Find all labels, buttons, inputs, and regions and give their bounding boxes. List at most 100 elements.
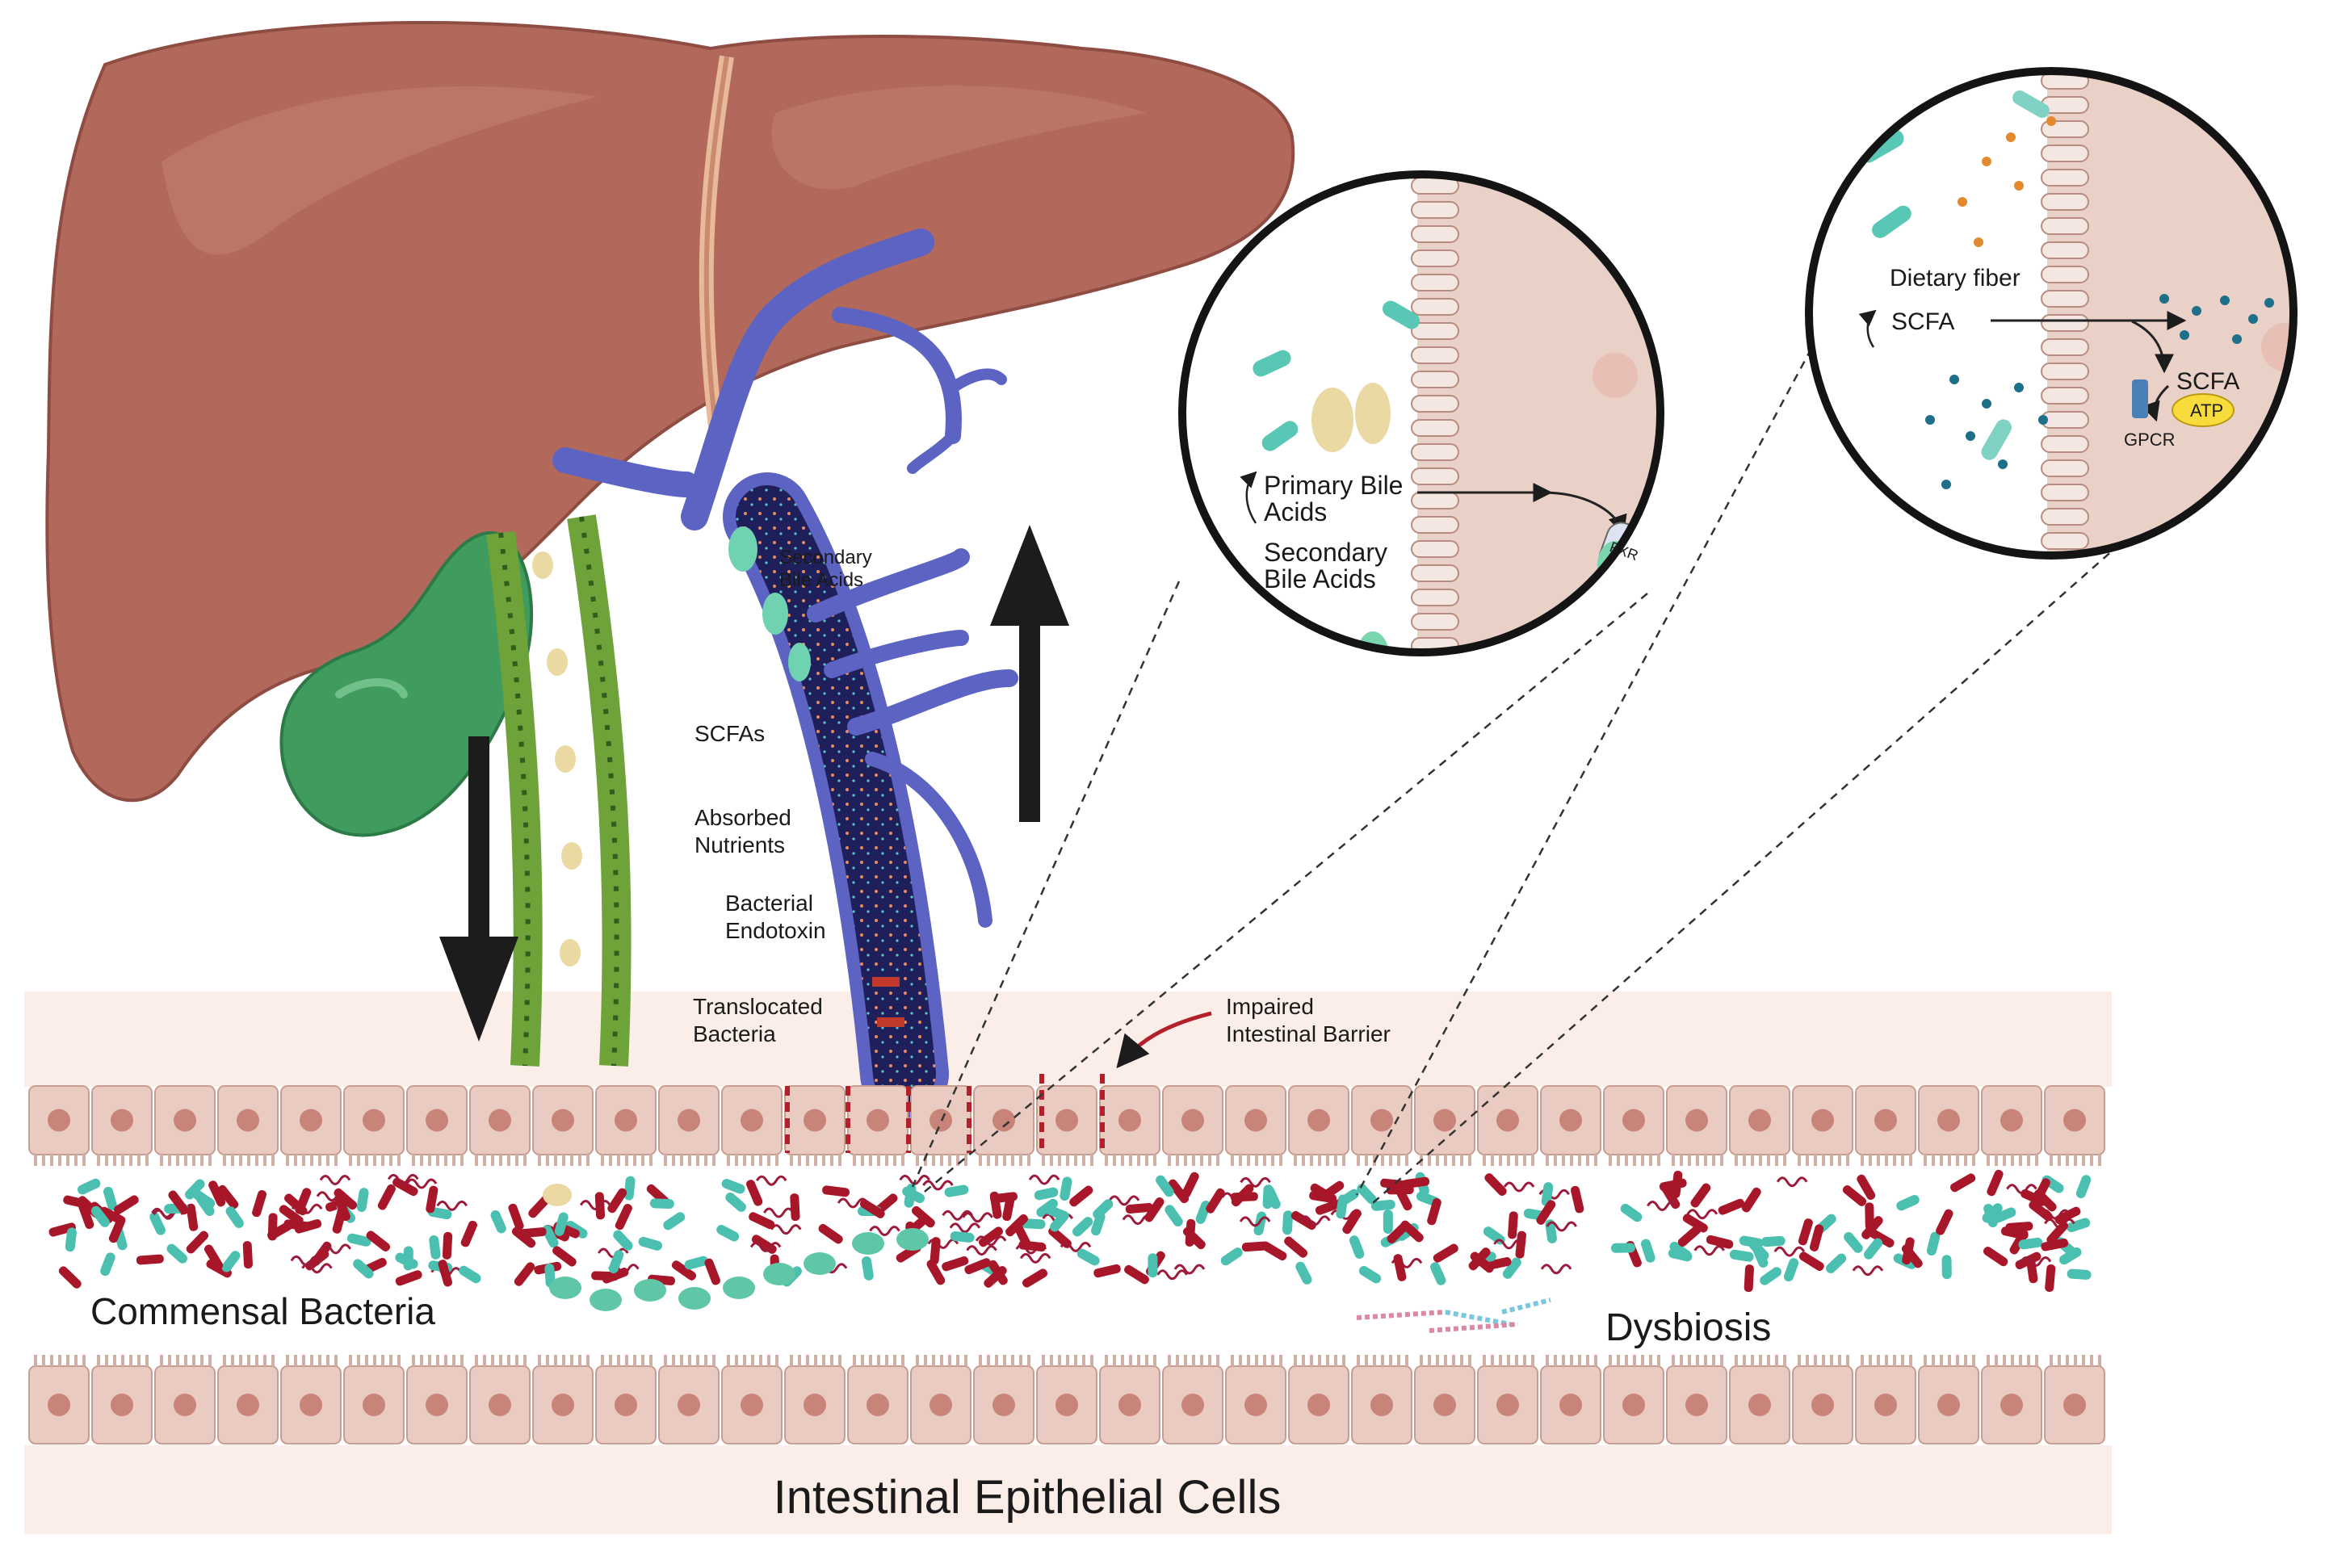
microvillus <box>1633 1355 1636 1366</box>
bacterium-rod <box>861 1256 874 1281</box>
bacterium-rod <box>1610 1243 1635 1253</box>
microvillus <box>460 1155 464 1166</box>
cell-nucleus <box>1874 1394 1897 1416</box>
microvillus <box>1712 1155 1715 1166</box>
bacterium-rod <box>1093 1264 1121 1278</box>
microvillus <box>1956 1155 1959 1166</box>
bacterium-rod <box>366 1231 391 1251</box>
bacterium-rod <box>1515 1231 1526 1259</box>
microvillus <box>1003 1355 1006 1366</box>
microvillus <box>160 1355 163 1366</box>
microvillus <box>1200 1155 1203 1166</box>
bacterium-rod <box>1677 1225 1702 1247</box>
villus <box>2041 169 2089 187</box>
bacterium-spirochete <box>319 1175 351 1185</box>
scfa-molecule <box>1974 237 1983 247</box>
bacterium-spirochete <box>387 1173 419 1184</box>
bacterium-rod <box>1393 1254 1407 1281</box>
lumen-bacteria <box>48 1169 2092 1293</box>
scfa-molecule <box>2232 334 2242 344</box>
inset-bile-acids: Primary Bile Acids Secondary Bile Acids … <box>1178 170 1664 656</box>
microvillus <box>1995 1355 1998 1366</box>
bacterium-rod <box>1798 1218 1813 1246</box>
microvillus <box>436 1155 439 1166</box>
microvillus <box>2050 1155 2053 1166</box>
label-secondary-bile-acids-2: Bile Acids <box>779 569 863 591</box>
microvillus <box>609 1155 612 1166</box>
microvillus <box>956 1355 959 1366</box>
microvillus <box>924 1155 927 1166</box>
microvillus <box>1326 1355 1329 1366</box>
microvillus <box>286 1155 289 1166</box>
microvillus <box>1775 1355 1778 1366</box>
microvillus <box>1893 1155 1896 1166</box>
microvillus <box>790 1155 793 1166</box>
cell-nucleus <box>1874 1109 1897 1132</box>
bacterium-rod <box>1241 1241 1269 1252</box>
microvillus <box>1357 1155 1360 1166</box>
microvillus <box>1271 1355 1274 1366</box>
bacterium-rod <box>1069 1185 1093 1207</box>
bacterium-rod <box>602 1268 629 1284</box>
bacterium-rod <box>1091 1212 1106 1236</box>
microvillus <box>1168 1355 1171 1366</box>
bacterium-rod <box>989 1191 1002 1219</box>
cell-nucleus <box>48 1109 70 1132</box>
microvillus <box>42 1155 45 1166</box>
microvillus <box>2003 1155 2006 1166</box>
microvillus <box>1105 1155 1108 1166</box>
microvillus <box>357 1355 360 1366</box>
microvillus <box>499 1355 502 1366</box>
microvillus <box>1759 1155 1762 1166</box>
microvillus <box>444 1155 447 1166</box>
scfa-molecule <box>1982 399 1991 409</box>
microvillus <box>940 1355 943 1366</box>
cell-nucleus <box>552 1394 574 1416</box>
bacterium-rod <box>186 1203 199 1231</box>
microvillus <box>869 1155 872 1166</box>
bacterium-rod <box>1394 1184 1412 1211</box>
microvillus <box>1184 1155 1187 1166</box>
microvillus <box>893 1355 896 1366</box>
scfa-molecule <box>1958 197 1967 207</box>
microvillus <box>1208 1355 1211 1366</box>
microvillus <box>1743 1355 1746 1366</box>
bacterium-rod <box>108 1216 126 1243</box>
microvillus <box>1381 1155 1384 1166</box>
microvillus <box>271 1155 275 1166</box>
bile-flow-down-arrow <box>439 736 518 1042</box>
microvillus <box>570 1355 573 1366</box>
microvillus <box>578 1155 581 1166</box>
microvillus <box>2035 1355 2038 1366</box>
bacterium-rod <box>1156 1175 1174 1197</box>
microvillus <box>1948 1355 1951 1366</box>
microvillus <box>1720 1355 1723 1366</box>
bacterium-rod <box>168 1190 189 1215</box>
microvillus <box>1507 1355 1510 1366</box>
bacterium-rod <box>1902 1237 1915 1265</box>
villus <box>1411 419 1459 437</box>
microvillus <box>1121 1355 1124 1366</box>
microvillus <box>1617 1355 1620 1366</box>
microvillus <box>1617 1155 1620 1166</box>
microvillus <box>1042 1155 1045 1166</box>
bacterium-rod <box>859 1199 885 1218</box>
bacterium-rod <box>279 1205 304 1226</box>
villus <box>2041 387 2089 405</box>
villus <box>2041 459 2089 477</box>
cell-nucleus <box>678 1109 700 1132</box>
label-translocated-bacteria: Translocated <box>693 994 823 1019</box>
microvillus <box>1460 1155 1463 1166</box>
microvillus <box>1129 1155 1132 1166</box>
microvillus <box>609 1355 612 1366</box>
microvillus <box>97 1155 100 1166</box>
bacterium-rod <box>459 1265 481 1284</box>
microvillus <box>1901 1355 1904 1366</box>
microvillus <box>1869 1355 1872 1366</box>
microvillus <box>964 1155 967 1166</box>
villus <box>1411 371 1459 388</box>
microvillus <box>1294 1155 1297 1166</box>
microvillus <box>1877 1155 1880 1166</box>
impaired-barrier-pointer <box>1116 1011 1212 1069</box>
microvillus <box>704 1355 707 1366</box>
